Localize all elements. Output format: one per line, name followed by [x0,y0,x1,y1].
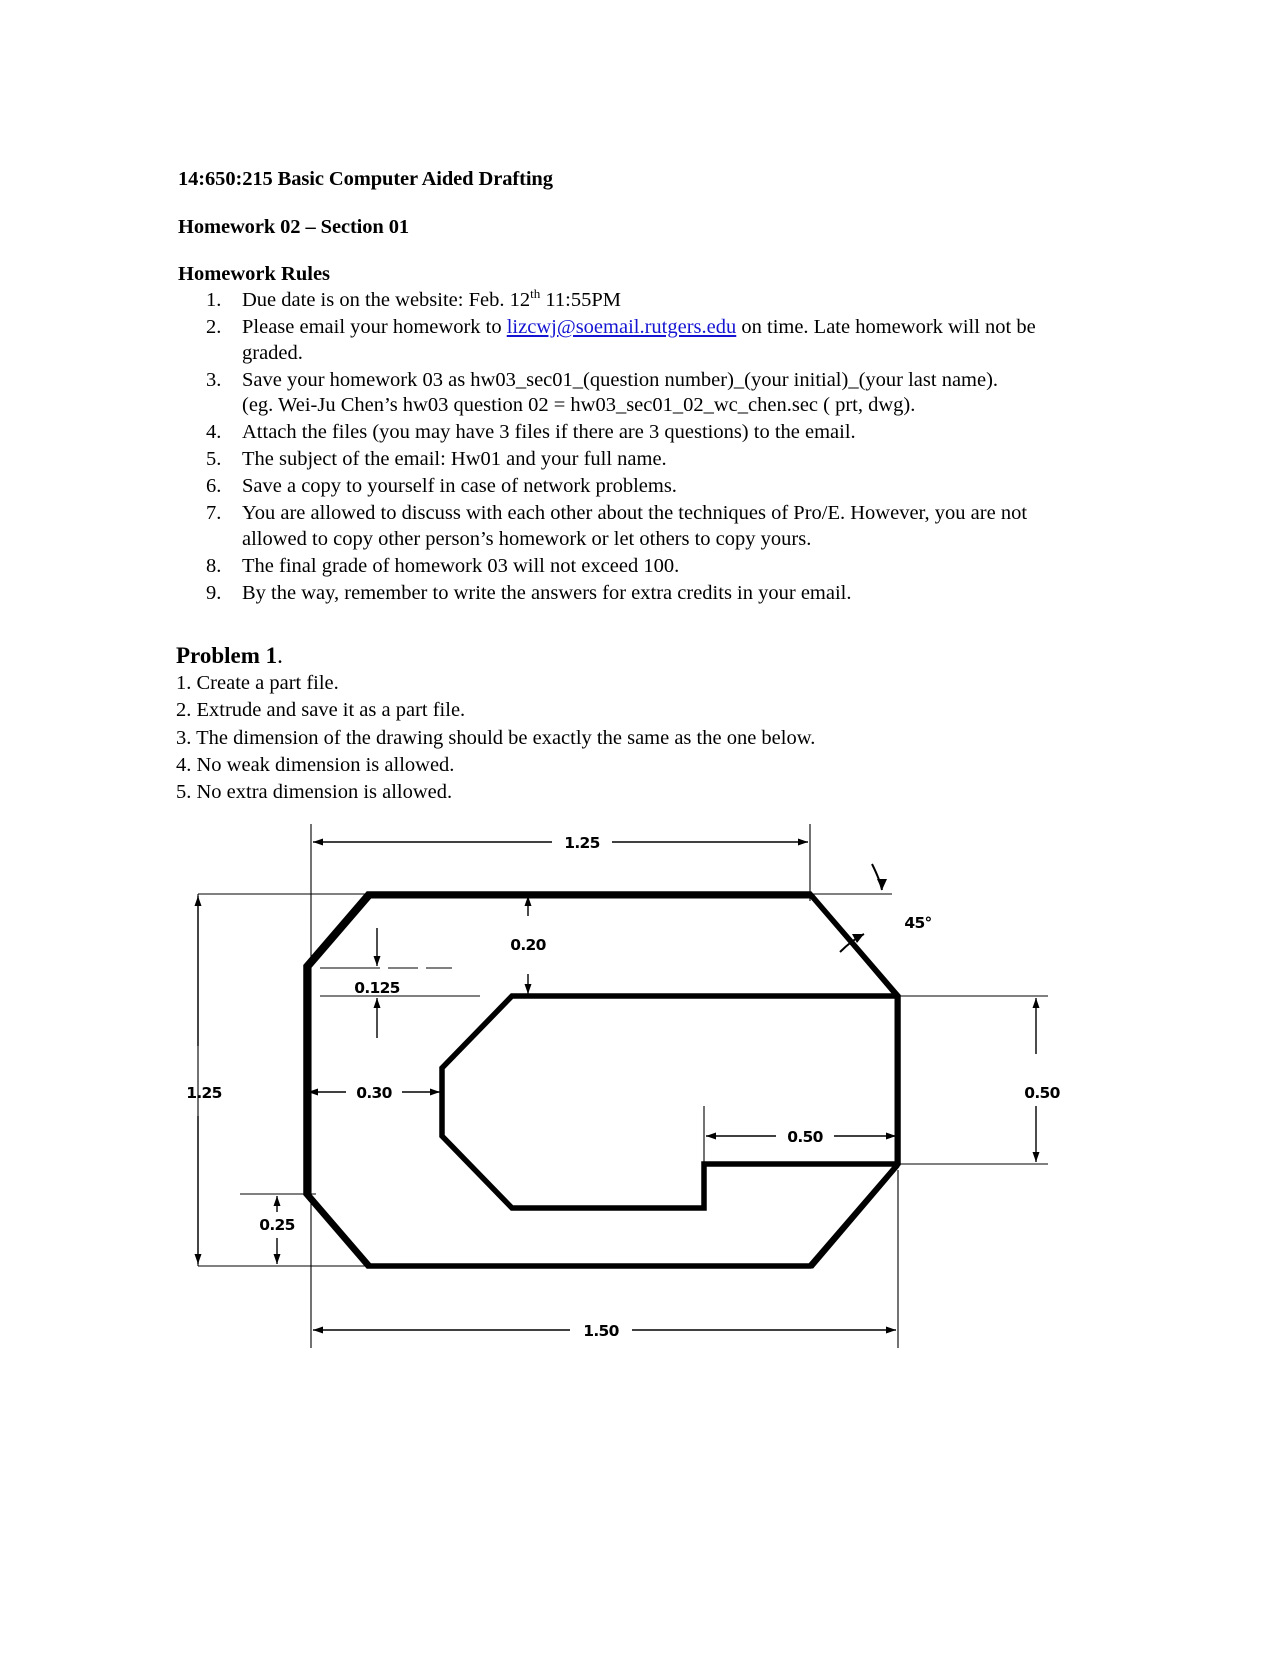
leader-45-upper-arrowhead [877,879,887,890]
dim-label-mouth-width: 0.50 [787,1128,823,1146]
rule-5-text: The subject of the email: Hw01 and your … [242,447,667,470]
problem-heading-period: . [277,642,283,668]
rule-9-text: By the way, remember to write the answer… [242,581,852,604]
problem-heading-label: Problem 1 [176,642,278,668]
dim-label-overall-height: 1.25 [186,1084,221,1102]
rule-8-text: The final grade of homework 03 will not … [242,554,680,577]
rule-item-3: Save your homework 03 as hw03_sec01_(que… [206,367,1058,419]
dim-label-bottom-chamfer-height: 0.25 [259,1216,294,1234]
rule-1-time: 11:55PM [540,288,621,311]
document-text-body: 14:650:215 Basic Computer Aided Drafting… [176,168,1058,806]
c-profile-svg: 1.25 1.25 0.20 0.125 0.30 0.50 0.50 0.25… [186,824,1061,1348]
rule-2-text-after: on time. Late homework will not be grade… [242,315,1036,365]
rule-3-text: Save your homework 03 as hw03_sec01_(que… [242,368,999,391]
rule-7-text: You are allowed to discuss with each oth… [242,501,1028,550]
problem-step-5: 5. No extra dimension is allowed. [176,780,453,803]
dim-label-top-width: 1.25 [564,834,599,852]
dimension-labels: 1.25 1.25 0.20 0.125 0.30 0.50 0.50 0.25… [186,834,1061,1340]
rule-2-text-before: Please email your homework to [242,315,507,338]
rule-1-text: Due date is on the website: Feb. 12 [242,288,531,311]
witness-lines [197,824,1048,1348]
homework-rules-list: Due date is on the website: Feb. 12th 11… [178,287,1058,606]
rule-item-9: By the way, remember to write the answer… [206,580,1058,607]
rule-item-1: Due date is on the website: Feb. 12th 11… [206,286,1058,314]
dim-label-chamfer-angle: 45° [904,914,931,932]
instructor-email-link[interactable]: lizcwj@soemail.rutgers.edu [506,315,737,338]
rule-item-7: You are allowed to discuss with each oth… [206,500,1058,553]
rule-3-example-note: (eg. Wei-Ju Chen’s hw03 question 02 = hw… [242,394,916,417]
problem-steps-list: 1. Create a part file. 2. Extrude and sa… [176,670,1058,805]
rule-item-6: Save a copy to yourself in case of netwo… [206,473,1058,500]
dimension-lines [194,838,1040,1334]
rule-item-5: The subject of the email: Hw01 and your … [206,446,1058,473]
outer-contour [303,891,901,1269]
problem-step-3: 3. The dimension of the drawing should b… [176,726,816,749]
part-geometry [303,891,901,1269]
rule-item-8: The final grade of homework 03 will not … [206,553,1058,580]
inner-contour [439,993,898,1211]
assignment-header: Homework 02 – Section 01 [178,215,410,238]
dim-label-left-wall-thickness: 0.30 [356,1084,392,1102]
rule-1-ordinal-suffix: th [530,286,541,302]
dim-label-inner-step: 0.125 [354,979,400,997]
problem-step-1: 1. Create a part file. [176,672,339,695]
rule-4-text: Attach the files (you may have 3 files i… [242,421,856,444]
rule-item-2: Please email your homework to lizcwj@soe… [206,314,1058,367]
course-header: 14:650:215 Basic Computer Aided Drafting [178,168,553,190]
problem-step-2: 2. Extrude and save it as a part file. [176,699,466,722]
rule-6-text: Save a copy to yourself in case of netwo… [242,474,677,497]
leader-45-lower-arrowhead [852,934,864,943]
problem-heading: Problem 1. [176,642,1058,670]
dim-label-right-notch-height: 0.50 [1024,1084,1060,1102]
rule-item-4: Attach the files (you may have 3 files i… [206,419,1058,446]
problem-step-4: 4. No weak dimension is allowed. [176,753,455,776]
dim-label-overall-width: 1.50 [583,1322,619,1340]
dim-label-top-flange-thickness: 0.20 [510,936,546,954]
problem-1-drawing: 1.25 1.25 0.20 0.125 0.30 0.50 0.50 0.25… [180,806,1080,1386]
homework-rules-heading: Homework Rules [178,262,331,285]
